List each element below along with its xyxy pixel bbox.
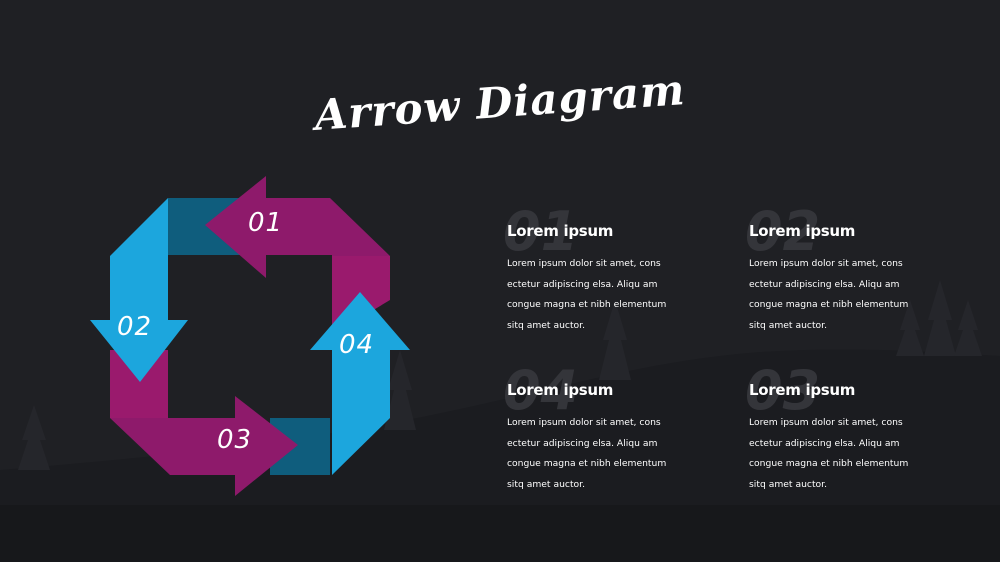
block-heading: Lorem ipsum (507, 222, 614, 240)
background-ground (0, 505, 1000, 562)
arrow-04[interactable] (310, 292, 410, 475)
ghost-number: 03 (745, 359, 821, 422)
arrow-label-03: 03 (217, 425, 253, 455)
block-heading: Lorem ipsum (507, 381, 614, 399)
text-block-1: 01 Lorem ipsum Lorem ipsum dolor sit ame… (503, 200, 707, 336)
text-block-3: 04 Lorem ipsum Lorem ipsum dolor sit ame… (503, 359, 707, 495)
text-block-2: 02 Lorem ipsum Lorem ipsum dolor sit ame… (745, 200, 949, 336)
block-body: Lorem ipsum dolor sit amet, cons ectetur… (507, 258, 667, 331)
arrow-02[interactable] (90, 198, 188, 382)
block-body: Lorem ipsum dolor sit amet, cons ectetur… (749, 417, 909, 490)
ghost-number: 01 (503, 200, 579, 263)
fold-bottom-right (270, 418, 330, 475)
arrow-label-02: 02 (117, 312, 153, 342)
ghost-number: 04 (503, 359, 579, 422)
block-heading: Lorem ipsum (749, 222, 856, 240)
block-heading: Lorem ipsum (749, 381, 856, 399)
text-block-4: 03 Lorem ipsum Lorem ipsum dolor sit ame… (745, 359, 949, 495)
fold-left (110, 350, 168, 418)
pine-trees (18, 280, 982, 470)
ghost-number: 02 (745, 200, 821, 263)
block-body: Lorem ipsum dolor sit amet, cons ectetur… (749, 258, 909, 331)
arrow-label-04: 04 (339, 330, 375, 360)
arrow-label-01: 01 (248, 208, 284, 238)
arrow-03[interactable] (110, 396, 298, 496)
block-body: Lorem ipsum dolor sit amet, cons ectetur… (507, 417, 667, 490)
arrow-01[interactable] (205, 176, 390, 278)
